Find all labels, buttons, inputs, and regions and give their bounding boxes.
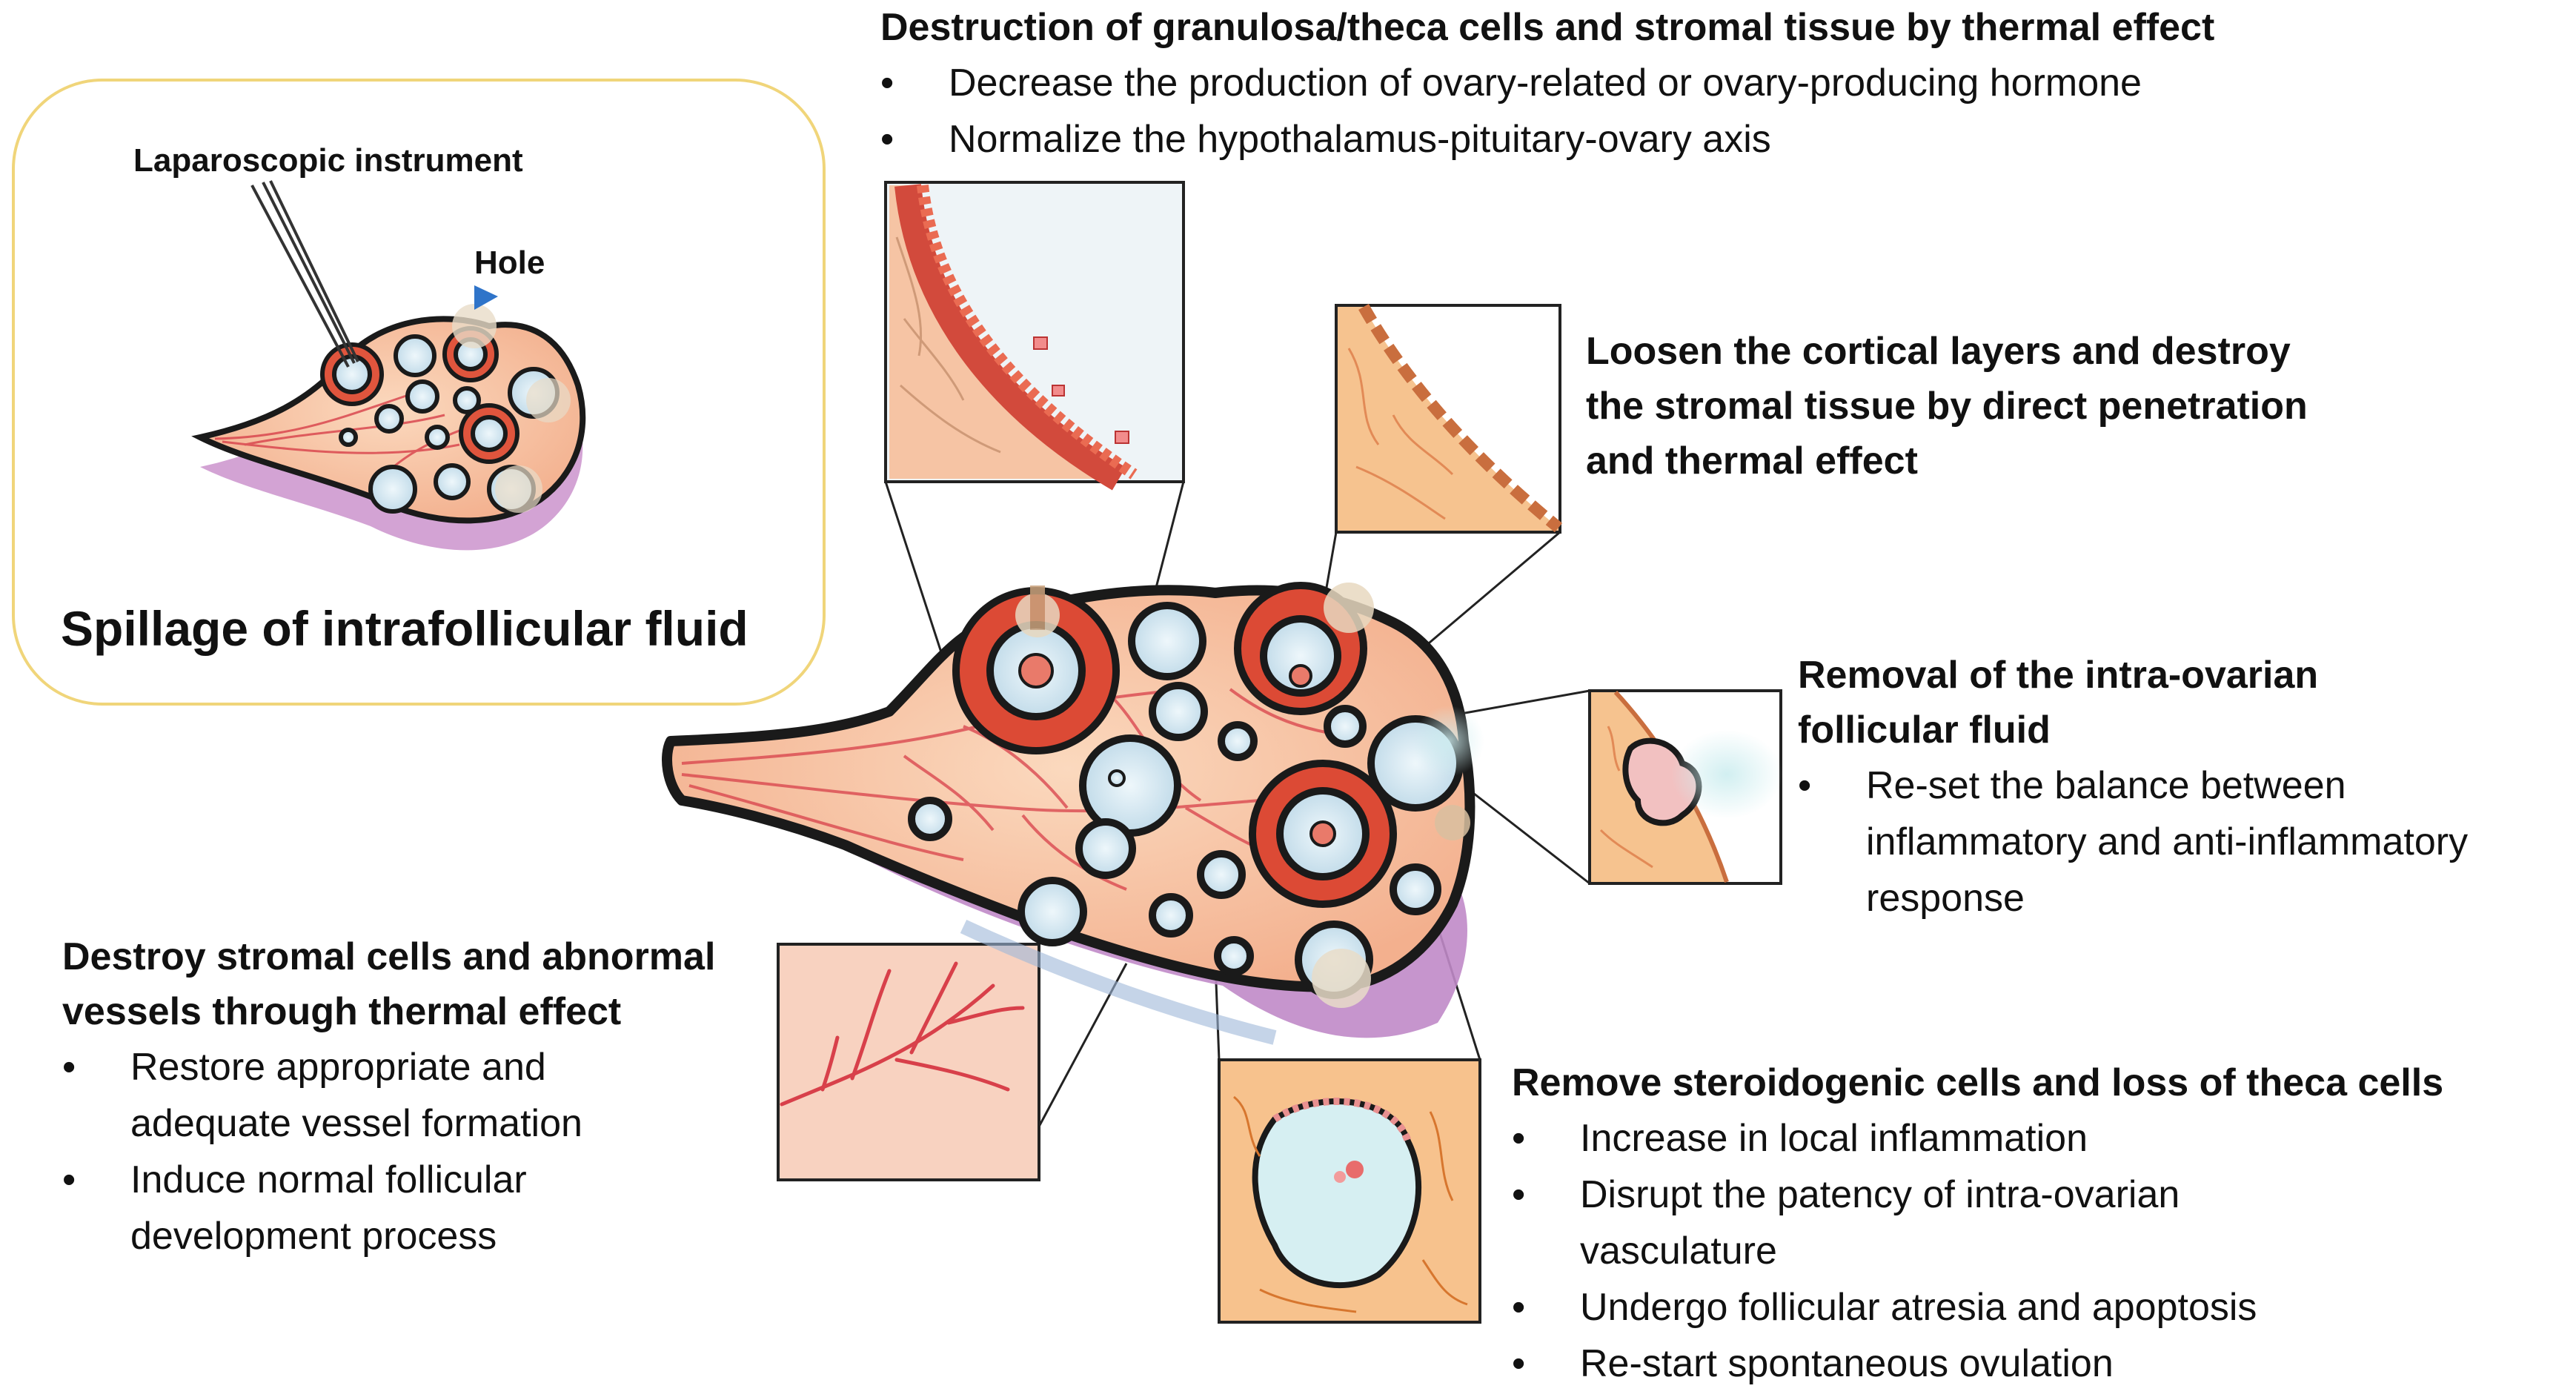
main-ovary [662,582,1484,1045]
bullet-line: vasculature [1580,1230,1777,1273]
callout-heading-line: and thermal effect [1586,439,1918,482]
bullet-item: Increase in local inflammation [1512,1110,2564,1167]
bullet-line: response [1866,877,2025,920]
zoom-box-fluid [1588,689,1782,885]
callout-heading: Remove steroidogenic cells and loss of t… [1512,1061,2444,1104]
callout-heading-line: vessels through thermal effect [62,990,622,1033]
bullet-item: Decrease the production of ovary-related… [880,55,2511,111]
bullet-line: Undergo follicular atresia and apoptosis [1580,1286,2257,1329]
inset-title: Spillage of intrafollicular fluid [61,601,748,656]
zoom-box-cortical [1335,304,1563,534]
callout-thermal-granulosa: Destruction of granulosa/theca cells and… [880,0,2511,167]
hole-pointer-icon [474,285,498,310]
bullet-line: Increase in local inflammation [1580,1117,2088,1160]
callout-heading-line: follicular fluid [1798,709,2051,752]
bullet-line: inflammatory and anti-inflammatory [1866,820,2469,863]
bullet-item: Restore appropriate and adequate vessel … [62,1039,803,1152]
bullet-line: Restore appropriate and [130,1046,546,1089]
bullet-item: Re-set the balance between inflammatory … [1798,757,2576,926]
callout-cortical: Loosen the cortical layers and destroy t… [1586,324,2549,488]
instrument-label: Laparoscopic instrument [133,142,523,179]
zoom-box-steroid [1218,1058,1481,1324]
bullet-item: Disrupt the patency of intra-ovarian vas… [1512,1167,2564,1279]
zoom-box-granulosa [884,181,1185,491]
bullet-line: Re-set the balance between [1866,764,2346,807]
bullet-line: adequate vessel formation [130,1102,582,1145]
bullet-line: Induce normal follicular [130,1158,527,1201]
callout-stromal-vessels: Destroy stromal cells and abnormal vesse… [62,929,803,1264]
bullet-item: Re-start spontaneous ovulation [1512,1336,2564,1392]
laparoscopic-instrument-icon [250,180,359,368]
zoom-box-vessels [777,943,1040,1181]
callout-heading: Destruction of granulosa/theca cells and… [880,6,2215,49]
callout-steroidogenic: Remove steroidogenic cells and loss of t… [1512,1055,2564,1392]
bullet-item: Undergo follicular atresia and apoptosis [1512,1279,2564,1336]
callout-heading-line: Loosen the cortical layers and destroy [1586,330,2291,373]
callout-heading-line: the stromal tissue by direct penetration [1586,385,2308,428]
bullet-line: Re-start spontaneous ovulation [1580,1342,2114,1385]
inset-ovary [191,304,586,551]
callout-heading-line: Destroy stromal cells and abnormal [62,935,716,978]
bullet-item: Normalize the hypothalamus-pituitary-ova… [880,111,2511,167]
bullet-item: Induce normal follicular development pro… [62,1152,803,1264]
callout-fluid-removal: Removal of the intra-ovarian follicular … [1798,648,2576,926]
callout-heading-line: Removal of the intra-ovarian [1798,654,2319,697]
hole-label: Hole [474,245,545,281]
bullet-line: Disrupt the patency of intra-ovarian [1580,1173,2180,1216]
bullet-line: development process [130,1215,497,1258]
